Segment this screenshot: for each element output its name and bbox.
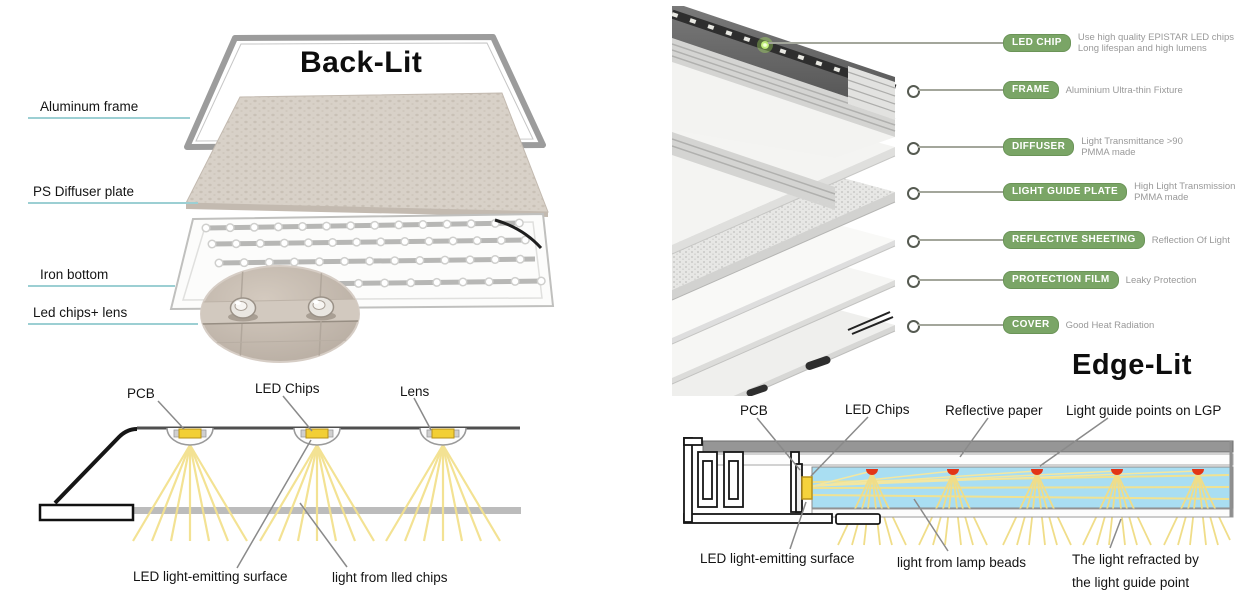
label-led-chips-lens: Led chips+ lens: [33, 305, 128, 320]
callout-desc: PMMA made: [1134, 192, 1189, 203]
callout-tag-protection: PROTECTION FILM: [1003, 271, 1119, 289]
callout-led-chip: LED CHIP Use high quality EPISTAR LED ch…: [1003, 31, 1234, 55]
underline-led-chips-lens: [28, 323, 198, 325]
edgelit-refracted-label-1: The light refracted by: [1072, 552, 1199, 567]
callout-desc: Light Transmittance >90: [1081, 136, 1183, 147]
callout-tag-lgp: LIGHT GUIDE PLATE: [1003, 183, 1128, 201]
reflective-paper-strip: [702, 453, 1234, 466]
cover-wire-clip: [847, 311, 894, 335]
callout-desc: Reflection Of Light: [1151, 234, 1230, 246]
callout-tag-cover: COVER: [1003, 316, 1059, 334]
backlit-diffuser-layer: [185, 92, 549, 217]
callout-protection: PROTECTION FILM Leaky Protection: [1003, 268, 1196, 292]
callout-frame: FRAME Aluminium Ultra-thin Fixture: [1003, 78, 1183, 102]
edgelit-light-rays: [812, 470, 1231, 546]
callout-tag-frame: FRAME: [1003, 81, 1059, 99]
callout-line-cover: [918, 324, 1003, 326]
aluminum-profile: [683, 437, 881, 525]
callout-tag-led-chip: LED CHIP: [1003, 34, 1071, 52]
backlit-cross-section: [38, 395, 521, 569]
edgelit-lamp-beads-label: light from lamp beads: [897, 555, 1027, 570]
callout-tag-reflective: REFLECTIVE SHEETING: [1003, 231, 1145, 249]
callout-tag-diffuser: DIFFUSER: [1003, 138, 1075, 156]
callout-cover: COVER Good Heat Radiation: [1003, 313, 1154, 337]
lens-detail: [228, 296, 336, 322]
callout-ring-reflective: [907, 235, 920, 248]
callout-desc: Good Heat Radiation: [1065, 319, 1155, 331]
edgelit-title: Edge-Lit: [1072, 349, 1192, 381]
callout-desc: High Light Transmission: [1134, 181, 1236, 192]
backlit-emitting-label: LED light-emitting surface: [133, 569, 288, 584]
callout-line-led-chip: [768, 42, 1003, 44]
backlit-pcb-label: PCB: [127, 386, 155, 401]
led-lens-bumps: [166, 427, 467, 446]
callout-ring-cover: [907, 320, 920, 333]
led-strip-rows: [201, 218, 549, 290]
backlit-iron-bottom-tray: [169, 212, 555, 311]
backlit-lens-label: Lens: [400, 384, 430, 399]
light-guide-points: [866, 469, 1204, 475]
label-ps-diffuser: PS Diffuser plate: [33, 184, 135, 199]
callout-desc: Aluminium Ultra-thin Fixture: [1065, 84, 1183, 96]
edgelit-ledchips-label: LED Chips: [845, 402, 910, 417]
frame-end-bar: [38, 503, 135, 522]
callout-ring-protection: [907, 275, 920, 288]
backlit-title: Back-Lit: [300, 46, 423, 79]
led-glow-dot: [757, 37, 773, 53]
callout-ring-lgp: [907, 187, 920, 200]
callout-desc: PMMA made: [1081, 147, 1136, 158]
backlit-exploded-view: [169, 34, 555, 363]
backlit-frame-layer: [184, 34, 546, 150]
label-aluminum-frame: Aluminum frame: [40, 99, 139, 114]
underline-aluminum-frame: [28, 117, 190, 119]
edgelit-refracted-label-2: the light guide point: [1072, 575, 1190, 590]
edgelit-pcb-label: PCB: [740, 403, 768, 418]
edgelit-cross-section: [683, 416, 1234, 552]
edgelit-leader-lines: [756, 416, 1122, 552]
cover-slots: [746, 311, 894, 396]
edgelit-emitting-label: LED light-emitting surface: [700, 551, 855, 566]
callout-line-reflective: [918, 239, 1003, 241]
callout-line-frame: [918, 89, 1003, 91]
callout-reflective: REFLECTIVE SHEETING Reflection Of Light: [1003, 228, 1230, 252]
frame-corner-stack: [848, 66, 895, 120]
diffuser-bar: [131, 507, 521, 514]
callout-desc: Leaky Protection: [1125, 274, 1197, 286]
edgelit-exploded-view: [672, 6, 897, 396]
backlit-leader-lines: [157, 395, 432, 569]
frame-bend: [53, 427, 138, 505]
callout-desc: Use high quality EPISTAR LED chips: [1077, 32, 1234, 43]
edgelit-reflective-paper-label: Reflective paper: [945, 403, 1043, 418]
callout-line-lgp: [918, 191, 1003, 193]
backlit-rays-label: light from lled chips: [332, 570, 448, 585]
callout-line-diffuser: [918, 146, 1003, 148]
callout-line-protection: [918, 279, 1003, 281]
callout-desc: Long lifespan and high lumens: [1077, 43, 1207, 54]
power-wire: [494, 218, 543, 250]
callout-lgp: LIGHT GUIDE PLATE High Light Transmissio…: [1003, 180, 1235, 204]
edge-led-chip: [801, 476, 813, 500]
underline-ps-diffuser: [28, 202, 198, 204]
magnifier-circle: [200, 265, 360, 363]
underline-iron-bottom: [28, 285, 175, 287]
callout-ring-diffuser: [907, 142, 920, 155]
edgelit-lgp-points-label: Light guide points on LGP: [1066, 403, 1222, 418]
edgelit-frame: [672, 6, 897, 210]
label-iron-bottom: Iron bottom: [40, 267, 109, 282]
callout-ring-frame: [907, 85, 920, 98]
bottom-film-strip: [811, 508, 1234, 518]
backlit-ledchips-label: LED Chips: [255, 381, 320, 396]
